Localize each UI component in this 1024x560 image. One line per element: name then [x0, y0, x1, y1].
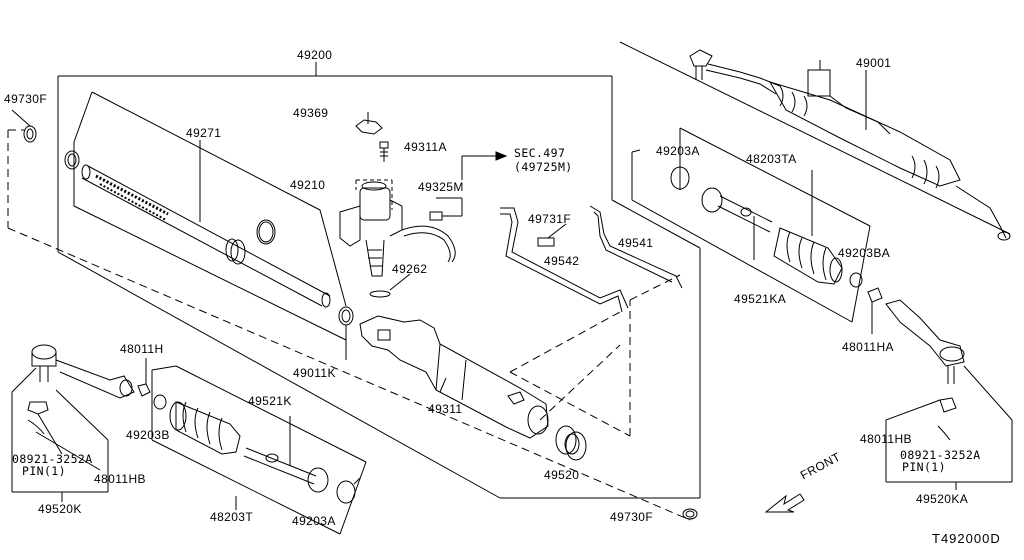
clamp-49203ba: [849, 272, 863, 288]
label-49730f-top: 49730F: [4, 92, 48, 106]
dashed-guide-lines: [7, 129, 691, 521]
cap-49369: [355, 112, 383, 135]
tie-rod-end-left: [27, 344, 135, 435]
o-ring-rack: [256, 219, 276, 245]
clamp-49203b: [153, 394, 167, 410]
bracket-49520ka: [885, 365, 1013, 490]
hydraulic-pipes: [500, 205, 683, 313]
bracket-49520k: [11, 367, 109, 502]
label-48203t: 48203T: [210, 510, 254, 524]
label-49520: 49520: [544, 468, 580, 482]
label-49369: 49369: [293, 106, 329, 120]
label-49521ka: 49521KA: [734, 292, 787, 306]
rack-bar: [81, 164, 331, 308]
label-48011hb-right: 48011HB: [860, 432, 912, 446]
label-sec-497-sub: (49725M): [514, 160, 573, 174]
label-49011k: 49011K: [293, 366, 336, 380]
label-49210: 49210: [290, 178, 326, 192]
ring-49262: [369, 273, 411, 298]
label-pin-right: PIN(1): [902, 460, 946, 474]
bracket-49271: [73, 91, 347, 341]
label-48011h: 48011H: [120, 342, 164, 356]
label-49311: 49311: [428, 402, 463, 416]
label-49731f: 49731F: [528, 212, 572, 226]
nut-48011ha: [867, 287, 883, 334]
tie-rod-end-right: [885, 299, 965, 441]
label-49541: 49541: [618, 236, 654, 250]
label-sec-497: SEC.497: [514, 146, 566, 160]
label-49730f-bottom: 49730F: [610, 510, 654, 524]
label-pin-left: PIN(1): [22, 464, 66, 478]
label-49203a-right: 49203A: [656, 144, 700, 158]
valve-housing-49210: [339, 179, 456, 277]
seal-left-tube: [64, 150, 80, 170]
label-49311a: 49311A: [404, 140, 447, 154]
boot-49520: [555, 425, 587, 461]
boot-49521ka: [773, 227, 843, 285]
rack-assembly-49001: [619, 41, 1011, 241]
label-49203b: 49203B: [126, 428, 170, 442]
bracket-48203ta: [631, 127, 871, 323]
label-49203a-bottom: 49203A: [292, 514, 336, 528]
label-08921-3252a-right: 08921-3252A: [900, 448, 981, 462]
label-49001: 49001: [856, 56, 892, 70]
label-49520ka: 49520KA: [916, 492, 969, 506]
seal-49730f-top: [11, 109, 37, 143]
arrow-sec-497: [461, 151, 508, 180]
inner-tie-rod-left: [243, 416, 329, 493]
label-49262: 49262: [392, 262, 428, 276]
seal-49011k: [338, 306, 354, 360]
label-49542: 49542: [544, 254, 580, 268]
gear-housing-49311: [359, 315, 549, 439]
label-49203ba: 49203BA: [838, 246, 891, 260]
diagram-code: T492000D: [932, 531, 1001, 546]
label-49325m: 49325M: [418, 180, 464, 194]
bracket-48203t: [151, 365, 367, 535]
clamp-49203a-bottom: [336, 477, 361, 504]
label-48203ta: 48203TA: [746, 152, 797, 166]
boot-49521k: [169, 401, 241, 455]
clamp-49203a-right: [670, 166, 690, 190]
seal-49730f-bottom: [682, 508, 698, 520]
front-arrow: [764, 493, 805, 513]
group-bracket-49200: [57, 62, 701, 499]
bolt-49311a: [379, 141, 389, 162]
label-48011ha: 48011HA: [842, 340, 894, 354]
sensor-49325m: [429, 197, 463, 221]
label-49520k: 49520K: [38, 502, 82, 516]
inner-tie-rod-right: [701, 187, 773, 260]
label-49200: 49200: [297, 48, 333, 62]
label-49521k: 49521K: [248, 394, 292, 408]
nut-48011h: [137, 358, 151, 397]
label-08921-3252a-left: 08921-3252A: [12, 452, 93, 466]
label-49271: 49271: [186, 126, 222, 140]
label-48011hb-left: 48011HB: [94, 472, 146, 486]
